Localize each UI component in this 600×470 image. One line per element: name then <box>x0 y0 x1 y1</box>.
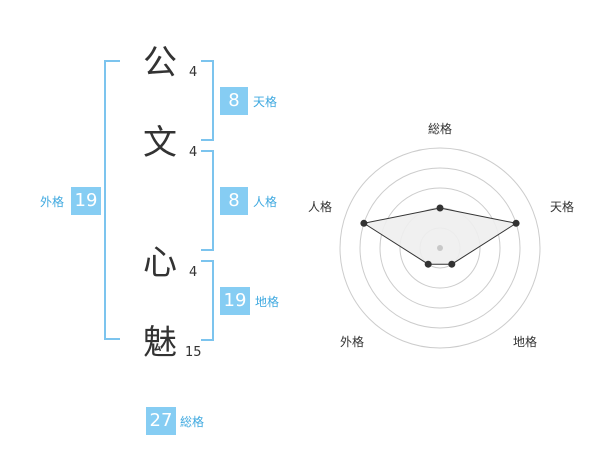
radar-point-2 <box>512 219 520 227</box>
stroke-count-3: 4 <box>189 265 198 280</box>
chikaku-label: 地格 <box>255 295 280 309</box>
jinkaku-label: 人格 <box>253 195 278 209</box>
radar-point-5 <box>360 219 368 227</box>
gaikaku-bracket <box>104 60 120 340</box>
stroke-count-2: 4 <box>189 145 198 160</box>
radar-point-4 <box>424 260 432 268</box>
radar-ring <box>379 187 501 309</box>
jinkaku-value-badge: 8 <box>220 187 248 215</box>
gaikaku-label: 外格 <box>40 195 65 209</box>
chikaku-bracket <box>201 260 214 341</box>
radar-ring <box>339 147 541 349</box>
jinkaku-bracket <box>201 150 214 251</box>
radar-axis-label-chikaku: 地格 <box>513 335 538 349</box>
radar-polygon <box>362 207 518 265</box>
radar-axis-label-jinkaku: 人格 <box>308 200 333 214</box>
stroke-count-4: 15 <box>185 345 202 360</box>
stroke-count-1: 4 <box>189 65 198 80</box>
tenkaku-value-badge: 8 <box>220 87 248 115</box>
name-char-4: 魅 <box>143 323 177 363</box>
gaikaku-value-badge: 19 <box>71 187 101 215</box>
soukaku-value-badge: 27 <box>146 407 176 435</box>
radar-axis-label-tenkaku: 天格 <box>550 200 575 214</box>
radar-axis-label-soukaku: 総格 <box>428 122 453 136</box>
radar-point-3 <box>448 260 456 268</box>
radar-axis-label-gaikaku: 外格 <box>340 335 365 349</box>
radar-ring <box>359 167 521 329</box>
chikaku-value-badge: 19 <box>220 287 250 315</box>
radar-center-dot <box>437 245 443 251</box>
tenkaku-bracket <box>201 60 214 141</box>
tenkaku-label: 天格 <box>253 95 278 109</box>
name-char-2: 文 <box>143 123 177 163</box>
radar-point-1 <box>436 204 444 212</box>
soukaku-label: 総格 <box>180 415 205 429</box>
name-char-3: 心 <box>143 243 177 283</box>
name-char-1: 公 <box>143 43 177 83</box>
